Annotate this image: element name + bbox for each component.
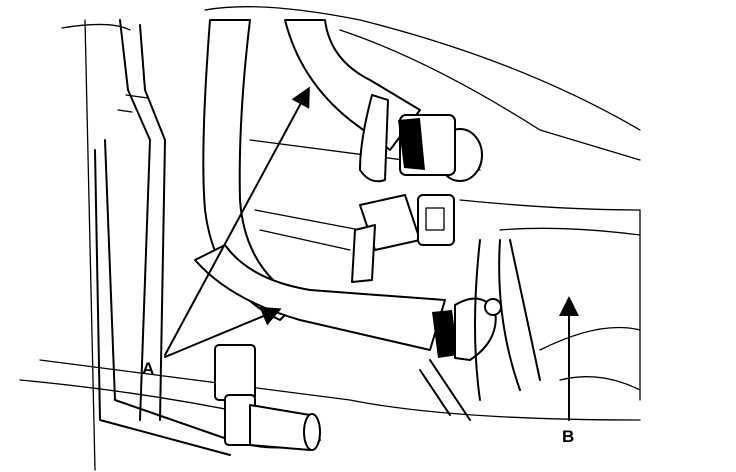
arrow-a-lower — [164, 306, 282, 358]
arrow-a-upper — [164, 86, 310, 356]
callout-label-b: B — [562, 427, 574, 446]
wire-harness — [94, 19, 321, 456]
callout-arrows — [164, 86, 579, 421]
mounting-bracket — [419, 239, 541, 421]
lower-heater-hose — [194, 244, 502, 361]
hose-connector — [351, 194, 455, 283]
callout-label-a: A — [142, 359, 154, 378]
lower-fittings — [214, 344, 321, 451]
upper-heater-hose — [202, 19, 483, 321]
